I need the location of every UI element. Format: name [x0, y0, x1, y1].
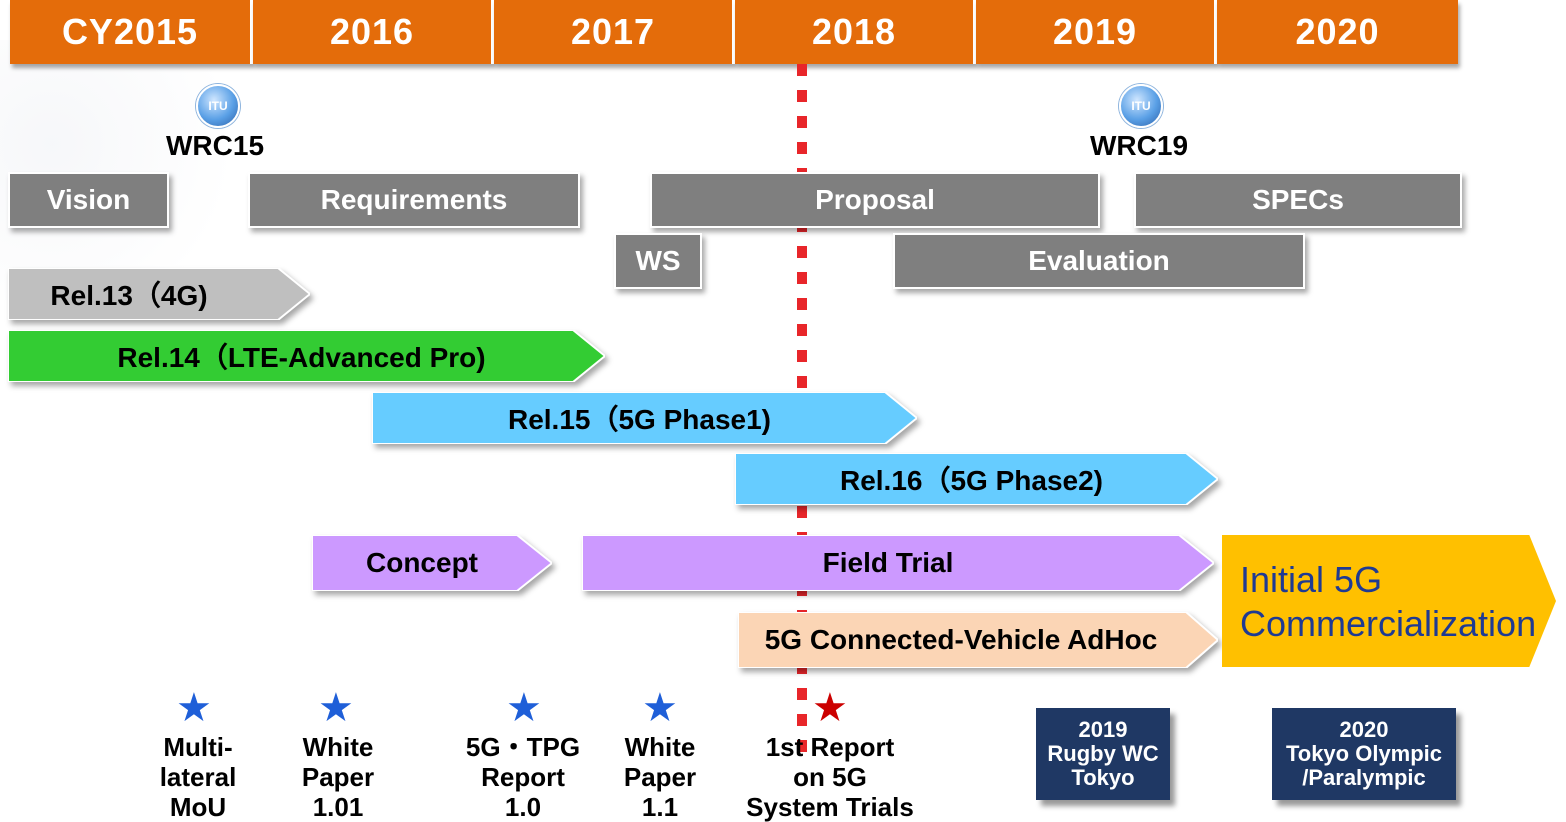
release-15-label: Rel.15（5G Phase1) [507, 404, 772, 435]
connected-vehicle-label: 5G Connected-Vehicle AdHoc [764, 624, 1158, 655]
red-star-icon: ★ [812, 686, 848, 730]
wrc19-label: WRC19 [1090, 130, 1189, 161]
connected-vehicle-arrow: 5G Connected-Vehicle AdHoc [738, 612, 1218, 668]
commercialization-label: Initial 5G Commercialization [1240, 558, 1536, 646]
phase-evaluation: Evaluation [893, 233, 1305, 289]
field-trial-arrow: Field Trial [582, 535, 1214, 591]
background-decoration [0, 40, 260, 300]
year-2017: 2017 [494, 0, 735, 64]
blue-star-icon: ★ [642, 686, 678, 730]
year-2016: 2016 [253, 0, 494, 64]
commercialization-arrow [1222, 535, 1556, 667]
year-cy2015: CY2015 [10, 0, 253, 64]
year-2020: 2020 [1217, 0, 1458, 64]
release-13-arrow: Rel.13（4G) [8, 268, 310, 320]
field-trial-label: Field Trial [822, 547, 954, 578]
release-15-arrow: Rel.15（5G Phase1) [372, 392, 917, 444]
blue-star-icon: ★ [318, 686, 354, 730]
phase-vision: Vision [8, 172, 169, 228]
release-13-label: Rel.13（4G) [50, 280, 208, 311]
blue-star-icon: ★ [506, 686, 542, 730]
concept-arrow: Concept [312, 535, 552, 591]
commercialization-line2: Commercialization [1240, 603, 1537, 644]
release-16-arrow: Rel.16（5G Phase2) [735, 453, 1218, 505]
phase-proposal: Proposal [650, 172, 1100, 228]
blue-star-icon: ★ [176, 686, 212, 730]
release-14-arrow: Rel.14（LTE-Advanced Pro) [8, 330, 605, 382]
year-2019: 2019 [976, 0, 1217, 64]
release-14-label: Rel.14（LTE-Advanced Pro) [117, 342, 486, 373]
year-2018: 2018 [735, 0, 976, 64]
release-16-label: Rel.16（5G Phase2) [839, 465, 1104, 496]
phase-ws: WS [614, 233, 702, 289]
phase-specs: SPECs [1134, 172, 1462, 228]
concept-label: Concept [366, 547, 478, 578]
commercialization-line1: Initial 5G [1240, 559, 1383, 600]
wrc15-label: WRC15 [166, 130, 265, 161]
itu-logo-icon: ITU [1119, 84, 1163, 128]
itu-logo-icon: ITU [196, 84, 240, 128]
phase-requirements: Requirements [248, 172, 580, 228]
